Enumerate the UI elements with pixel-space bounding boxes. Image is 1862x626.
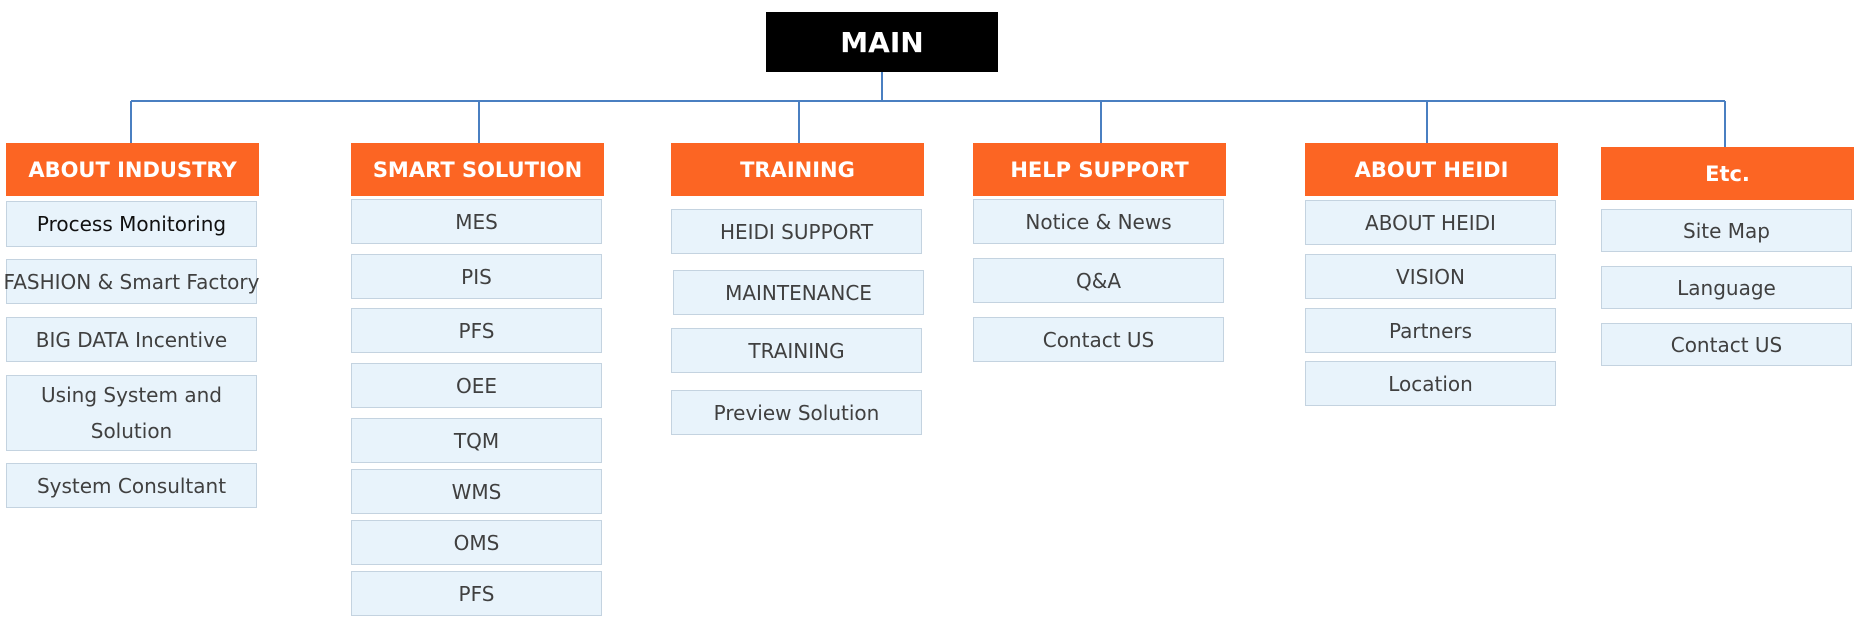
node-using-system-solution: Using System and Solution <box>6 375 257 451</box>
node-fashion-smart-factory: FASHION & Smart Factory <box>4 259 259 304</box>
header-help-support: HELP SUPPORT <box>973 143 1226 196</box>
node-maintenance: MAINTENANCE <box>673 270 924 315</box>
node-contact-us-2: Contact US <box>1601 323 1852 366</box>
node-big-data-incentive: BIG DATA Incentive <box>6 317 257 362</box>
node-training: TRAINING <box>671 328 922 373</box>
node-process-monitoring: Process Monitoring <box>6 201 257 247</box>
header-smart-solution: SMART SOLUTION <box>351 143 604 196</box>
node-system-consultant: System Consultant <box>6 463 257 508</box>
node-qa: Q&A <box>973 258 1224 303</box>
node-about-heidi: ABOUT HEIDI <box>1305 200 1556 245</box>
node-tqm: TQM <box>351 418 602 463</box>
header-about-heidi: ABOUT HEIDI <box>1305 143 1558 196</box>
node-mes: MES <box>351 199 602 244</box>
node-vision: VISION <box>1305 254 1556 299</box>
header-etc: Etc. <box>1601 147 1854 200</box>
main-node: MAIN <box>766 12 998 72</box>
node-language: Language <box>1601 266 1852 309</box>
node-wms: WMS <box>351 469 602 514</box>
node-partners: Partners <box>1305 308 1556 353</box>
node-pis: PIS <box>351 254 602 299</box>
node-site-map: Site Map <box>1601 209 1852 252</box>
node-preview-solution: Preview Solution <box>671 390 922 435</box>
header-about-industry: ABOUT INDUSTRY <box>6 143 259 196</box>
node-pfs-2: PFS <box>351 571 602 616</box>
node-heidi-support: HEIDI SUPPORT <box>671 209 922 254</box>
node-location: Location <box>1305 361 1556 406</box>
node-oee: OEE <box>351 363 602 408</box>
node-pfs: PFS <box>351 308 602 353</box>
node-oms: OMS <box>351 520 602 565</box>
node-notice-news: Notice & News <box>973 199 1224 244</box>
header-training: TRAINING <box>671 143 924 196</box>
node-contact-us: Contact US <box>973 317 1224 362</box>
